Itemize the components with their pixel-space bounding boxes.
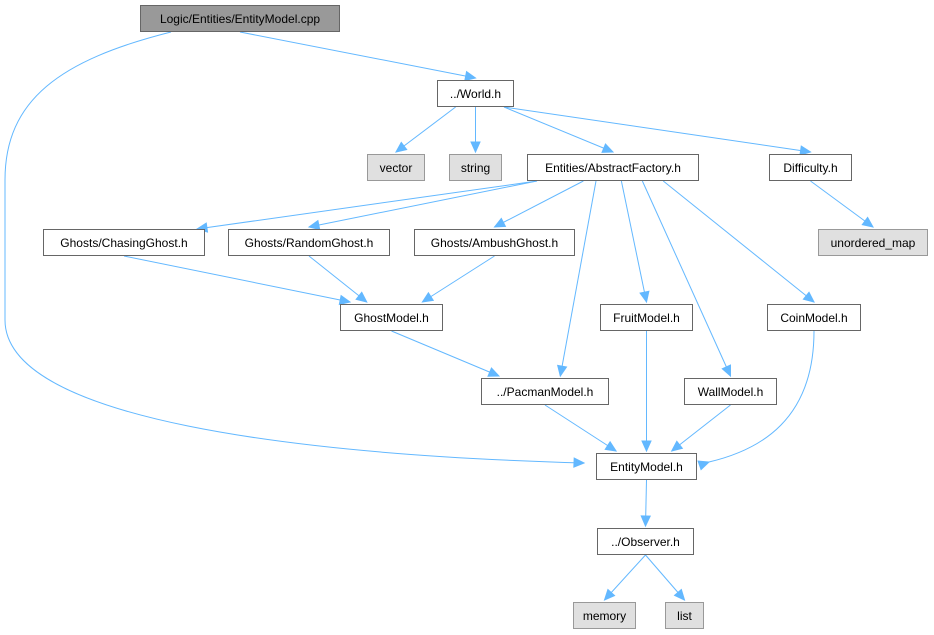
- arrowhead-icon: [604, 440, 618, 452]
- node-unordered-map: unordered_map: [818, 229, 928, 256]
- arrowhead-icon: [470, 141, 481, 154]
- arrowhead-icon: [493, 217, 507, 228]
- arrowhead-icon: [861, 216, 874, 228]
- arrowhead-icon: [799, 145, 812, 156]
- arrowhead-icon: [601, 143, 615, 153]
- arrowhead-icon: [573, 457, 586, 468]
- node-coin-model[interactable]: CoinModel.h: [767, 304, 861, 331]
- edge-ghost-pacman: [391, 330, 500, 377]
- edge-root-entity: [4, 31, 585, 464]
- arrowhead-icon: [338, 294, 352, 306]
- edge-difficulty-umap: [810, 180, 874, 228]
- edge-factory-chasing: [196, 180, 538, 230]
- edge-factory-pacman: [559, 180, 597, 377]
- node-wall-model[interactable]: WallModel.h: [684, 378, 777, 405]
- edge-world-factory: [503, 106, 614, 153]
- node-observer[interactable]: ../Observer.h: [597, 528, 694, 555]
- node-chasing-ghost[interactable]: Ghosts/ChasingGhost.h: [43, 229, 205, 256]
- arrowhead-icon: [641, 440, 652, 453]
- node-root[interactable]: Logic/Entities/EntityModel.cpp: [140, 5, 340, 32]
- edge-wall-entity: [671, 404, 731, 452]
- edge-chasing-ghost: [123, 255, 351, 303]
- edge-ambush-ghost: [422, 255, 495, 303]
- arrowhead-icon: [487, 367, 501, 377]
- edge-pacman-entity: [544, 404, 617, 452]
- edge-random-ghost: [308, 255, 368, 303]
- node-difficulty[interactable]: Difficulty.h: [769, 154, 852, 181]
- node-ghost-model[interactable]: GhostModel.h: [340, 304, 443, 331]
- node-vector: vector: [367, 154, 425, 181]
- node-abstract-factory[interactable]: Entities/AbstractFactory.h: [527, 154, 699, 181]
- arrowhead-icon: [421, 291, 435, 303]
- arrowhead-icon: [802, 291, 815, 303]
- arrowhead-icon: [640, 515, 652, 528]
- edge-root-world: [239, 31, 476, 79]
- node-pacman-model[interactable]: ../PacmanModel.h: [481, 378, 609, 405]
- node-memory: memory: [573, 602, 636, 629]
- arrowhead-icon: [355, 291, 368, 303]
- node-ambush-ghost[interactable]: Ghosts/AmbushGhost.h: [414, 229, 575, 256]
- node-random-ghost[interactable]: Ghosts/RandomGhost.h: [228, 229, 390, 256]
- edge-world-vector: [395, 106, 456, 153]
- node-entity-model[interactable]: EntityModel.h: [596, 453, 697, 480]
- edge-factory-coin: [662, 180, 815, 303]
- arrowhead-icon: [697, 460, 711, 471]
- node-fruit-model[interactable]: FruitModel.h: [600, 304, 693, 331]
- arrowhead-icon: [721, 364, 732, 378]
- edge-world-difficulty: [503, 106, 811, 153]
- edge-coin-entity: [708, 330, 815, 463]
- arrowhead-icon: [603, 588, 616, 601]
- node-list: list: [665, 602, 704, 629]
- arrowhead-icon: [395, 141, 408, 153]
- arrowhead-icon: [670, 440, 684, 452]
- arrowhead-icon: [673, 588, 686, 601]
- node-world[interactable]: ../World.h: [437, 80, 514, 107]
- arrowhead-icon: [557, 364, 568, 378]
- edge-factory-ambush: [494, 180, 584, 228]
- node-string: string: [449, 154, 502, 181]
- arrowhead-icon: [464, 70, 477, 82]
- edge-factory-random: [308, 180, 538, 228]
- arrowhead-icon: [307, 219, 321, 231]
- edge-factory-wall: [641, 180, 731, 377]
- edge-factory-fruit: [620, 180, 647, 303]
- arrowhead-icon: [639, 290, 650, 304]
